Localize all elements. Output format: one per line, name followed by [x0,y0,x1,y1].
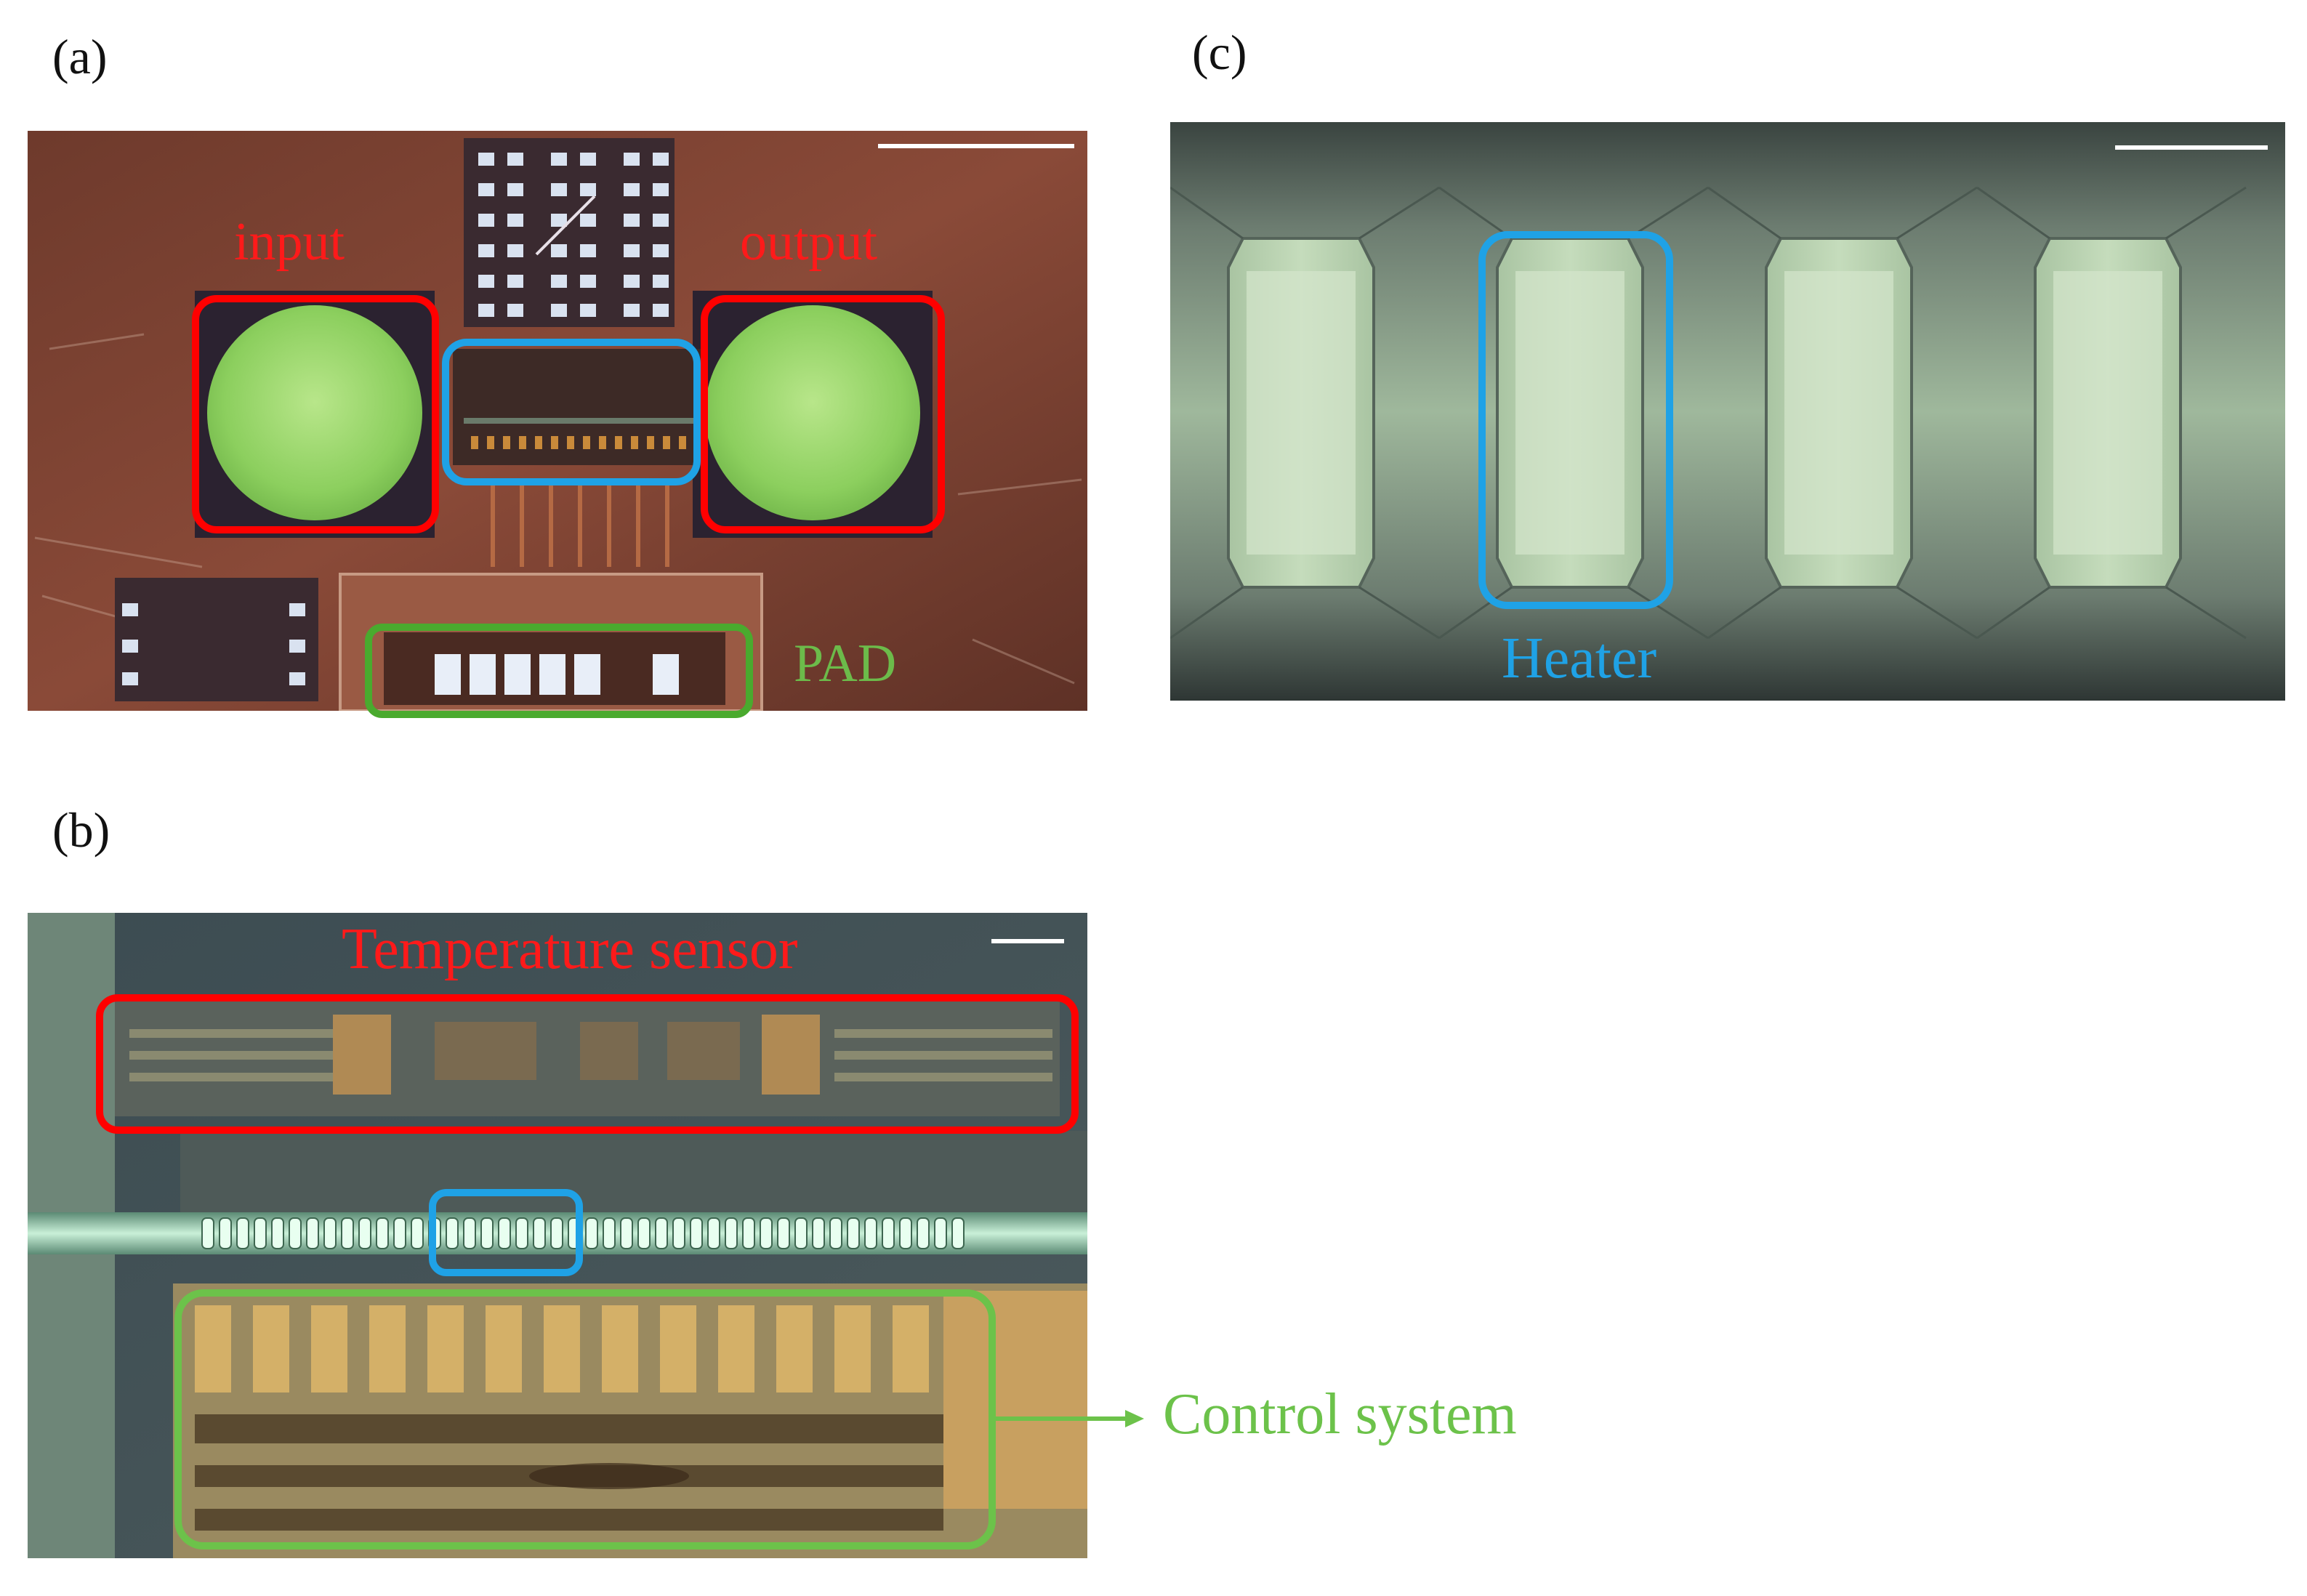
heater-label: Heater [1502,626,1657,690]
control-system-label: Control system [1163,1382,1517,1446]
temperature-sensor-label: Temperature sensor [342,917,798,981]
panel-label-c: (c) [1192,25,1247,80]
input-highlight-box [192,295,439,533]
heater-micrograph-c [1170,122,2285,701]
pad-label: PAD [794,634,897,693]
panel-label-b: (b) [52,802,110,858]
device-highlight-box [442,339,701,485]
panel-label-a: (a) [52,29,108,84]
scale-bar-c [2115,145,2268,150]
output-label: output [740,212,878,272]
heater-highlight-box [1478,231,1673,609]
circuit-micrograph-b [28,913,1087,1558]
pad-highlight-box [365,624,753,718]
control-system-highlight-box [174,1289,996,1549]
heater-array-highlight-box [429,1189,583,1276]
chip-micrograph-a [28,131,1087,711]
output-highlight-box [701,295,945,533]
control-system-arrow [996,1410,1144,1427]
temperature-sensor-highlight-box [96,994,1079,1134]
scale-bar-b [991,939,1064,943]
scale-bar-a [878,144,1074,148]
input-label: input [234,212,345,272]
